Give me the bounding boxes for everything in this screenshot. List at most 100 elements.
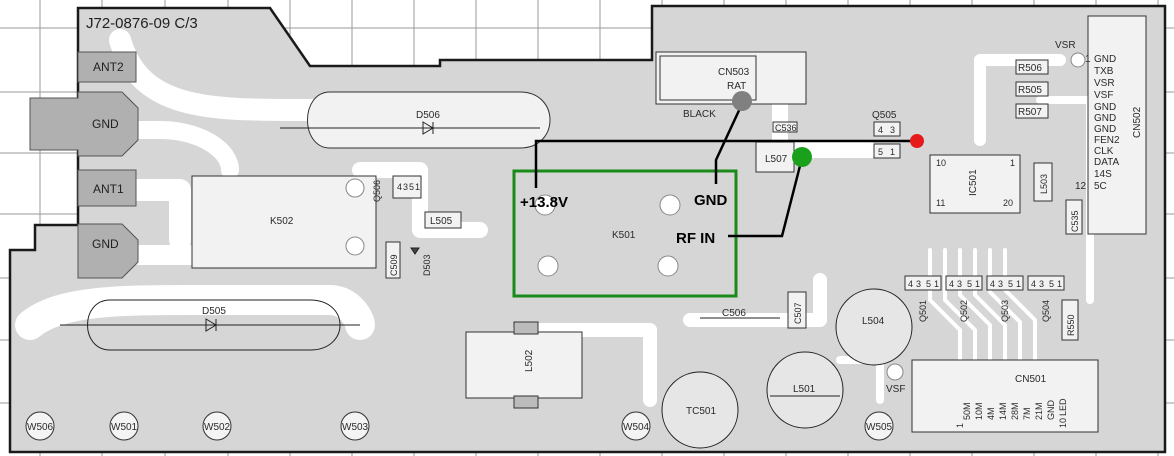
c536-label: C536 [775, 123, 797, 133]
r505-resistor: R505 [1015, 81, 1049, 97]
d503-label: D503 [422, 254, 432, 276]
c509-label: C509 [389, 254, 399, 276]
gnd-connector-top [29, 91, 139, 157]
svg-text:4: 4 [397, 182, 402, 192]
gnd-annotation: GND [694, 192, 728, 209]
svg-text:10: 10 [936, 158, 946, 168]
svg-text:3: 3 [890, 125, 895, 135]
cn501-label: CN501 [1015, 374, 1047, 385]
l507-inductor: L507 [755, 141, 795, 173]
q505-transistor: Q505 4 3 5 1 [872, 110, 901, 159]
ant1-label: ANT1 [93, 182, 124, 196]
svg-text:4: 4 [878, 125, 883, 135]
svg-text:LED: LED [1058, 398, 1068, 416]
l504-inductor: L504 [835, 288, 913, 366]
ant1-pad [77, 169, 137, 207]
cn502-label: CN502 [1132, 106, 1143, 138]
vsr-label: VSR [1055, 40, 1076, 51]
black-wire-label: BLACK [683, 109, 716, 120]
svg-text:5: 5 [967, 279, 972, 289]
ic501-label: IC501 [968, 169, 979, 196]
wire-pads: W506 W501 W502 W503 W504 W505 [25, 411, 894, 441]
svg-text:3: 3 [998, 279, 1003, 289]
board-part-number: J72-0876-09 C/3 [86, 15, 198, 32]
d506-label: D506 [416, 110, 440, 121]
q502-label: Q502 [959, 300, 969, 322]
c507-capacitor: C507 [787, 291, 807, 329]
gnd-label-bottom: GND [92, 237, 119, 251]
r550-label: R550 [1066, 314, 1076, 336]
svg-text:14M: 14M [998, 402, 1008, 420]
voltage-annotation: +13.8V [520, 194, 568, 211]
svg-text:1: 1 [890, 147, 895, 157]
q506-label: Q506 [372, 180, 382, 202]
svg-text:1: 1 [1057, 279, 1062, 289]
left-connectors: ANT2 GND ANT1 GND [29, 51, 139, 279]
d503-diode: D503 [410, 247, 432, 276]
tc501-label: TC501 [686, 406, 716, 417]
d505-label: D505 [202, 306, 226, 317]
l502-inductor: L502 [465, 321, 583, 409]
c535-capacitor: C535 [1065, 199, 1083, 235]
svg-text:4: 4 [908, 279, 913, 289]
svg-text:7M: 7M [1022, 407, 1032, 420]
svg-text:10M: 10M [974, 402, 984, 420]
svg-text:21M: 21M [1034, 402, 1044, 420]
svg-text:5: 5 [926, 279, 931, 289]
svg-text:14S: 14S [1094, 169, 1112, 180]
svg-text:5: 5 [878, 147, 883, 157]
svg-text:3: 3 [403, 182, 408, 192]
svg-text:CLK: CLK [1094, 146, 1114, 157]
k501-relay: K501 [534, 194, 681, 277]
cn501-connector: CN501 1 50M 10M 4M 14M 28M 7M 21M GND 10… [911, 359, 1099, 433]
vsf-label: VSF [886, 384, 905, 395]
r507-label: R507 [1018, 107, 1042, 118]
vsf-testpoint: VSF [886, 363, 905, 395]
svg-text:GND: GND [1094, 102, 1116, 113]
r507-resistor: R507 [1015, 103, 1049, 119]
svg-text:11: 11 [936, 198, 945, 208]
svg-text:4: 4 [990, 279, 995, 289]
q505-label: Q505 [872, 110, 897, 121]
cn503-label: CN503 [718, 67, 750, 78]
rf-in-annotation: RF IN [676, 230, 715, 247]
l503-inductor: L503 [1033, 162, 1053, 202]
k502-relay: K502 [191, 175, 377, 269]
c506-label: C506 [722, 308, 746, 319]
l503-label: L503 [1039, 174, 1049, 194]
w502-label: W502 [204, 422, 231, 433]
svg-text:10: 10 [1058, 418, 1068, 428]
w503-label: W503 [342, 422, 369, 433]
c509-capacitor: C509 [385, 241, 401, 279]
d506-diode: D506 [280, 91, 551, 149]
q502-transistor: 4 3 5 1 Q502 [945, 275, 983, 322]
svg-text:GND: GND [1046, 400, 1056, 421]
svg-text:1: 1 [934, 279, 939, 289]
svg-text:GND: GND [1094, 113, 1116, 124]
svg-text:12: 12 [1075, 181, 1087, 192]
svg-text:1: 1 [1010, 158, 1015, 168]
l502-label: L502 [524, 349, 535, 372]
svg-text:TXB: TXB [1094, 66, 1114, 77]
k501-label: K501 [612, 230, 636, 241]
w504-label: W504 [623, 422, 650, 433]
w501-label: W501 [111, 422, 138, 433]
svg-text:DATA: DATA [1094, 157, 1120, 168]
cn503-sub-label: RAT [727, 81, 746, 92]
gnd-connector-bottom [77, 223, 139, 279]
d505-diode: D505 [60, 299, 360, 351]
k502-label: K502 [270, 216, 294, 227]
l501-inductor: L501 [766, 351, 844, 429]
q501-transistor: 4 3 5 1 Q501 [904, 275, 942, 322]
svg-text:1: 1 [415, 182, 420, 192]
svg-text:5C: 5C [1094, 181, 1107, 192]
c507-label: C507 [793, 302, 803, 324]
l507-label: L507 [765, 154, 788, 165]
rf-in-marker-dot [792, 147, 812, 167]
ant2-pad [77, 51, 137, 83]
gnd-marker-dot [732, 91, 752, 111]
cn502-connector: 1 12 GND TXB VSR VSF GND GND GND FEN2 CL… [1075, 15, 1147, 235]
svg-text:5: 5 [409, 182, 414, 192]
svg-text:28M: 28M [1010, 402, 1020, 420]
svg-text:50M: 50M [962, 402, 972, 420]
